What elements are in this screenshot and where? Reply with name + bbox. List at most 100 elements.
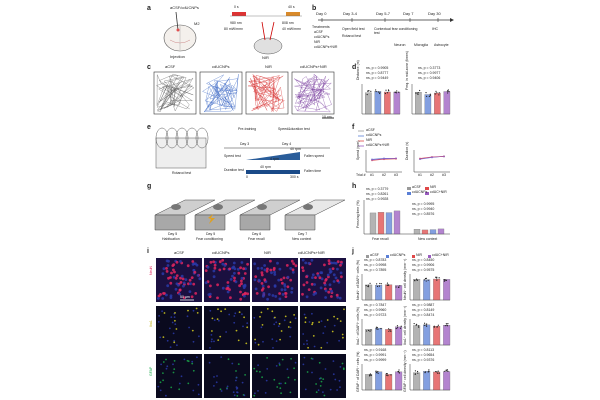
cell-1-1-9	[234, 312, 237, 315]
cell-0-2-51	[286, 275, 290, 279]
cell-1-2-20	[275, 321, 278, 324]
cell-2-0-22	[178, 382, 181, 385]
cell-2-1-15	[235, 386, 238, 388]
panel-letter-i: i	[147, 248, 149, 255]
cell-2-2-29	[265, 379, 268, 382]
panel-h-stat-r1: ns, p = 0.9995	[412, 202, 435, 206]
panel-j-chart-3-dot-1-1	[425, 324, 427, 326]
cell-0-3-57	[304, 261, 308, 265]
cell-0-0-2	[190, 295, 194, 299]
cell-1-2-4	[272, 347, 274, 349]
ihc-neuron: Neuron	[394, 43, 406, 47]
speed-ramp-bar	[246, 152, 300, 160]
micro-group-acsf: aCSF	[174, 250, 185, 255]
cell-2-2-22	[253, 367, 256, 370]
cell-0-2-38	[290, 290, 294, 294]
panel-j-chart-2-dot-0-4	[368, 329, 370, 332]
cell-2-0-21	[162, 361, 165, 363]
cell-1-1-5	[225, 331, 228, 333]
cell-0-1-35	[209, 260, 213, 264]
cell-1-3-12	[306, 343, 309, 345]
cell-0-1-19	[237, 271, 241, 275]
panel-d-left-dot-0-3	[367, 90, 369, 92]
cell-2-1-10	[208, 361, 211, 364]
cell-1-2-11	[279, 338, 281, 341]
cell-1-1-15	[224, 308, 227, 310]
cell-0-2-16	[279, 278, 283, 281]
cell-2-2-24	[290, 357, 292, 360]
panel-h-legend-combo: cdUC+NIR	[430, 190, 447, 194]
panel-j-r2l-s1: ns, p = 0.7847	[364, 303, 387, 307]
cell-1-3-28	[303, 313, 306, 316]
panel-j-r2r-ylabel: Iba1⁺ cell density (mm⁻²)	[403, 305, 407, 345]
cell-1-2-14	[257, 343, 260, 346]
cell-0-2-24	[260, 282, 264, 285]
panel-a-laser2-power: 40 mW/mm²	[282, 27, 302, 31]
cell-0-1-61	[209, 284, 212, 288]
duration-bar	[246, 170, 300, 174]
panel-d-left-dot-0-1	[368, 90, 370, 92]
cell-1-3-5	[308, 321, 311, 323]
cell-1-3-1	[322, 332, 325, 334]
panel-d-left-dot-2-4	[386, 92, 389, 94]
cell-0-3-54	[327, 259, 331, 263]
cell-0-0-44	[172, 268, 175, 272]
cell-0-3-55	[332, 280, 336, 283]
treatment-nir: NIR	[314, 40, 321, 44]
cell-0-2-20	[254, 287, 258, 291]
cell-0-3-16	[311, 276, 314, 279]
timeline-day-7: Day 7	[403, 11, 414, 16]
cell-0-3-35	[339, 263, 342, 267]
cell-2-0-8	[180, 375, 183, 378]
panel-j-chart-4-dot-0-4	[369, 375, 371, 377]
panel-h-bar-0-2	[385, 212, 393, 235]
cell-0-2-42	[289, 278, 293, 282]
panel-j-chart-0-bar-0	[365, 284, 373, 301]
cell-2-3-28	[322, 391, 324, 393]
cell-2-2-16	[266, 368, 269, 370]
panel-d-right-dot-1-1	[425, 92, 427, 94]
panel-d-right-dot-3-1	[446, 92, 449, 94]
openfield-scale-label: 10 cm	[322, 115, 332, 119]
rotarod-t0: 0	[246, 175, 248, 179]
panel-j-chart-4-dot-1-1	[377, 370, 379, 373]
cell-0-2-40	[273, 285, 277, 288]
treatment-acsf: aCSF	[314, 30, 323, 34]
cell-1-1-20	[216, 318, 219, 320]
cell-0-0-8	[162, 267, 166, 271]
cell-2-2-9	[264, 392, 267, 394]
panel-j-chart-3-dot-2-3	[436, 326, 438, 328]
cell-0-3-46	[324, 289, 328, 293]
panel-f-legend-nir: NIR	[366, 138, 373, 142]
panel-j-chart-3-dot-1-4	[426, 323, 428, 325]
panel-h-bar-1-3	[437, 228, 445, 235]
cell-1-2-28	[260, 326, 263, 329]
panel-d-left-dot-3-3	[396, 90, 398, 92]
cell-0-3-50	[301, 266, 304, 269]
panel-letter-c: c	[147, 64, 151, 71]
cell-0-2-58	[274, 295, 278, 298]
panel-j-chart-0-dot-3-3	[398, 286, 400, 288]
cell-1-1-25	[209, 347, 211, 349]
cell-0-0-58	[169, 294, 173, 298]
cell-0-1-39	[226, 286, 230, 290]
panel-j-r1l-s2: ns, p = 0.9998	[364, 263, 387, 267]
panel-letter-j: j	[352, 248, 354, 255]
cell-0-2-63	[256, 267, 260, 270]
panel-d-left-dot-1-4	[379, 92, 381, 94]
cell-0-0-48	[174, 287, 178, 291]
panel-j-legend-nir: NIR	[416, 253, 423, 257]
panel-j-chart-4-dot-0-2	[369, 373, 372, 375]
cell-1-0-8	[171, 321, 174, 324]
cell-1-1-18	[218, 319, 220, 322]
rotarod-speed-duration-test: Speed&duration test	[278, 127, 310, 131]
cell-0-0-33	[193, 270, 197, 274]
panel-h-bar-0-0	[369, 212, 377, 235]
micrograph-1-3	[300, 306, 346, 350]
panel-d-left-dot-1-1	[375, 90, 377, 93]
panel-d-right-dot-3-4	[448, 90, 450, 93]
cell-0-0-4	[181, 277, 185, 281]
cell-0-2-54	[290, 259, 294, 263]
cell-0-0-1	[175, 274, 179, 277]
